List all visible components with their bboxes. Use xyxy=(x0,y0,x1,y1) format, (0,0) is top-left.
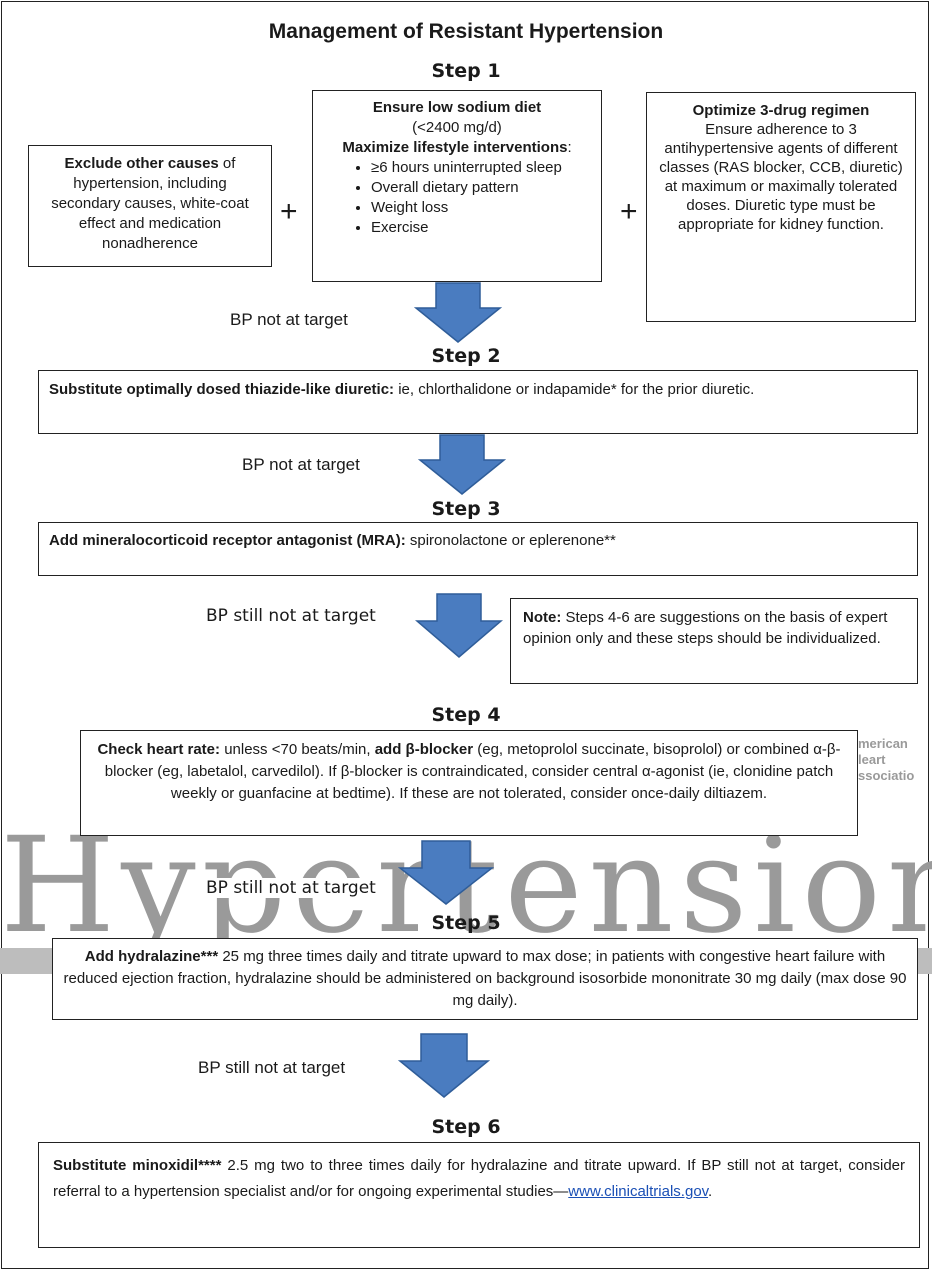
lifestyle-list: ≥6 hours uninterrupted sleep Overall die… xyxy=(323,158,591,238)
step2-box: Substitute optimally dosed thiazide-like… xyxy=(38,370,918,434)
transition-label: BP not at target xyxy=(230,310,348,329)
step6-box: Substitute minoxidil**** 2.5 mg two to t… xyxy=(38,1142,920,1248)
step4-label: Step 4 xyxy=(431,704,501,726)
lifestyle-item: Overall dietary pattern xyxy=(371,178,591,198)
step4-text: (eg, metoprolol succinate, bisoprolol) o… xyxy=(104,741,841,802)
lifestyle-item: ≥6 hours uninterrupted sleep xyxy=(371,158,591,178)
note-text: Steps 4-6 are suggestions on the basis o… xyxy=(523,609,888,647)
step6-label: Step 6 xyxy=(431,1116,501,1138)
step2-text: ie, chlorthalidone or indapamide* for th… xyxy=(394,381,755,398)
logo-line: merican xyxy=(858,736,908,751)
step5-label: Step 5 xyxy=(431,912,501,934)
transition-label: BP still not at target xyxy=(206,606,376,626)
aha-logo-watermark: merican leart ssociatio xyxy=(858,736,914,784)
optimize-regimen-text: Ensure adherence to 3 antihypertensive a… xyxy=(659,121,903,233)
plus-sign: + xyxy=(280,195,298,228)
step4-bold-beta-blocker: add β-blocker xyxy=(374,741,474,758)
step4-bold-heart-rate: Check heart rate: xyxy=(97,741,221,758)
lifestyle-item: Exercise xyxy=(371,218,591,238)
lifestyle-heading: Maximize lifestyle interventions xyxy=(342,139,568,156)
exclude-causes-text: of hypertension, including secondary cau… xyxy=(51,155,249,252)
lifestyle-colon: : xyxy=(567,139,572,156)
step6-text: 2.5 mg two to three times daily for hydr… xyxy=(53,1157,906,1200)
down-arrow-icon xyxy=(415,593,503,659)
optimize-regimen-box: Optimize 3-drug regimen Ensure adherence… xyxy=(646,92,916,322)
low-sodium-box: Ensure low sodium diet (<2400 mg/d) Maxi… xyxy=(312,90,602,282)
optimize-regimen-heading: Optimize 3-drug regimen xyxy=(692,102,870,119)
step6-bold: Substitute minoxidil**** xyxy=(53,1157,222,1174)
lifestyle-item: Weight loss xyxy=(371,198,591,218)
transition-label: BP still not at target xyxy=(198,1058,346,1077)
transition-label: BP not at target xyxy=(242,455,360,474)
step4-box: Check heart rate: unless <70 beats/min, … xyxy=(80,730,858,836)
diagram-title: Management of Resistant Hypertension xyxy=(268,20,664,43)
note-box: Note: Steps 4-6 are suggestions on the b… xyxy=(510,598,918,684)
exclude-causes-box: Exclude other causes of hypertension, in… xyxy=(28,145,272,267)
step1-label: Step 1 xyxy=(431,60,501,82)
down-arrow-icon xyxy=(414,282,502,344)
step5-text: 25 mg three times daily and titrate upwa… xyxy=(63,948,907,1009)
step5-box: Add hydralazine*** 25 mg three times dai… xyxy=(52,938,918,1020)
logo-line: ssociatio xyxy=(858,768,915,783)
down-arrow-icon xyxy=(398,840,494,906)
low-sodium-heading: Ensure low sodium diet xyxy=(372,99,542,116)
exclude-causes-bold: Exclude other causes xyxy=(64,155,219,172)
down-arrow-icon xyxy=(398,1033,490,1099)
step2-bold: Substitute optimally dosed thiazide-like… xyxy=(49,381,395,398)
step3-text: spironolactone or eplerenone** xyxy=(405,532,616,549)
step5-bold: Add hydralazine*** xyxy=(84,948,219,965)
step6-period: . xyxy=(708,1183,713,1200)
clinicaltrials-link[interactable]: www.clinicaltrials.gov xyxy=(568,1183,709,1200)
plus-sign: + xyxy=(620,195,638,228)
step4-text: unless <70 beats/min, xyxy=(220,741,375,758)
step2-label: Step 2 xyxy=(431,345,501,367)
transition-label: BP still not at target xyxy=(206,878,376,898)
down-arrow-icon xyxy=(418,434,506,496)
step3-bold: Add mineralocorticoid receptor antagonis… xyxy=(49,532,406,549)
logo-line: leart xyxy=(858,752,886,767)
step3-label: Step 3 xyxy=(431,498,501,520)
step3-box: Add mineralocorticoid receptor antagonis… xyxy=(38,522,918,576)
note-bold: Note: xyxy=(523,609,562,626)
sodium-limit: (<2400 mg/d) xyxy=(412,119,502,136)
